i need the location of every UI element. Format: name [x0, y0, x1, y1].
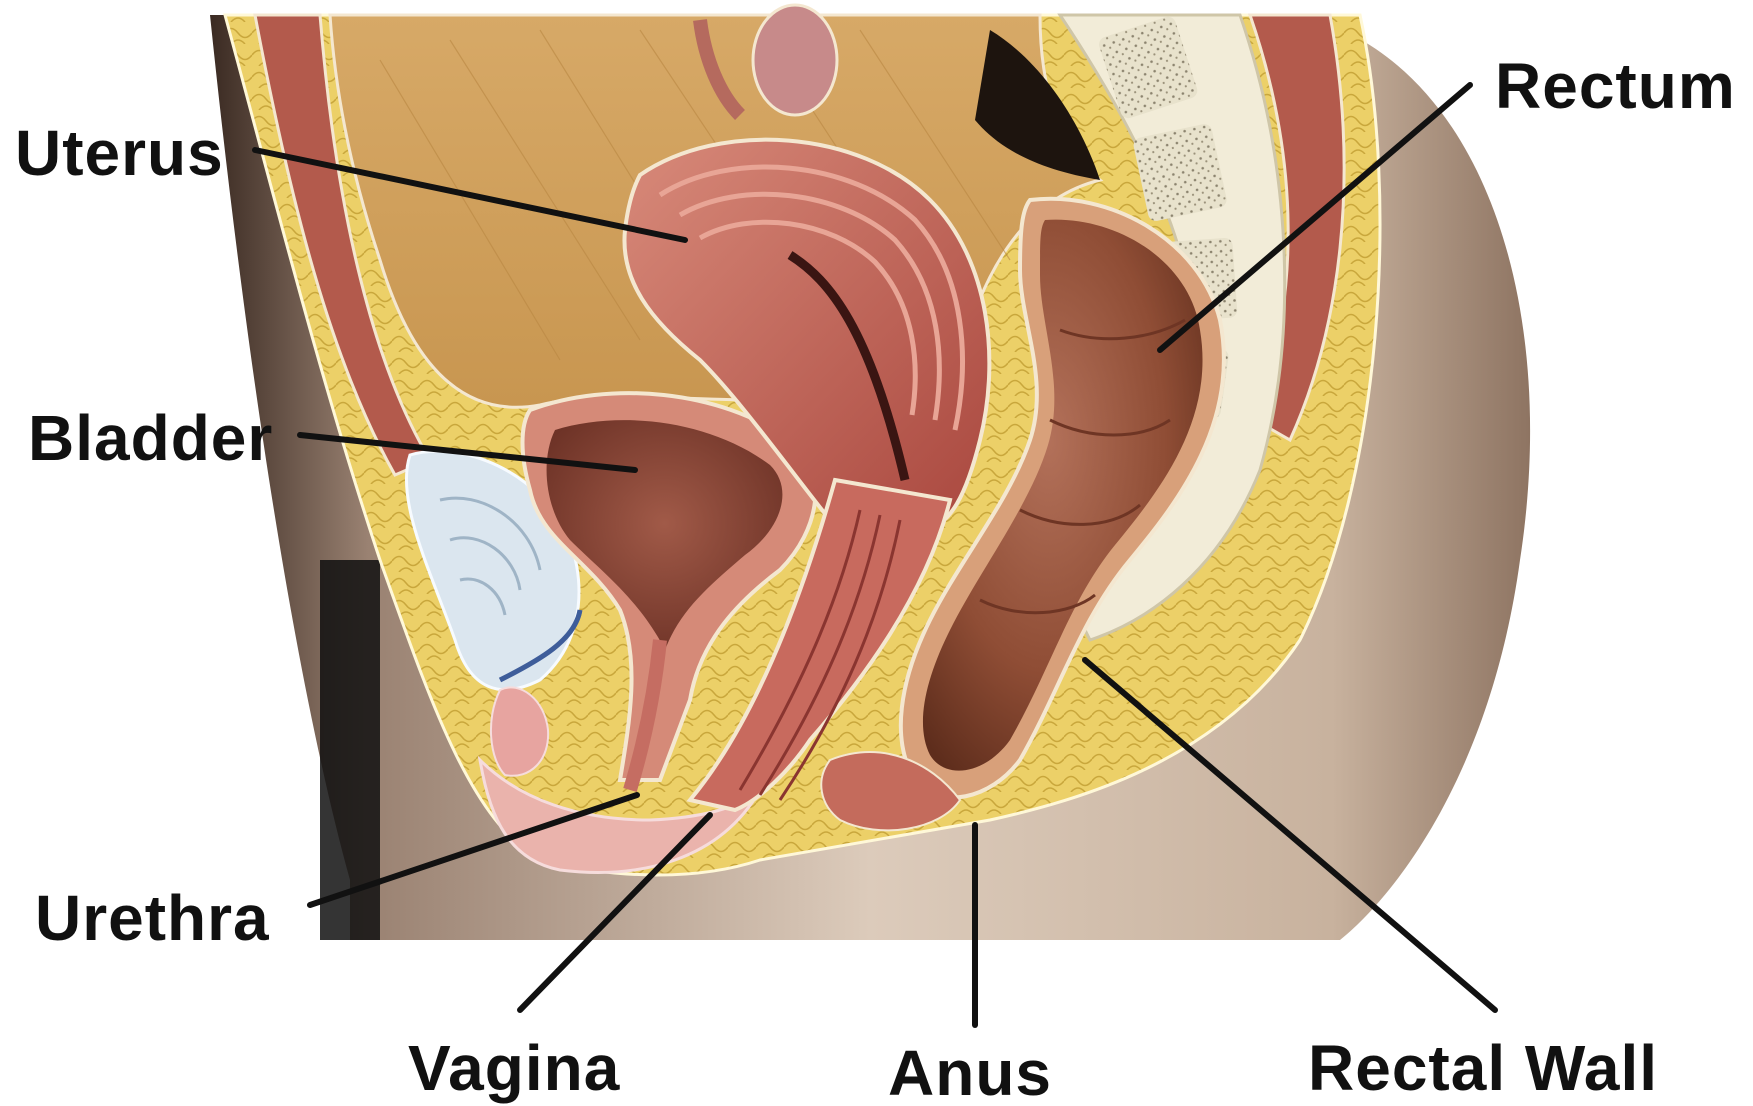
label-anus: Anus [888, 1037, 1052, 1106]
label-vagina: Vagina [408, 1032, 620, 1104]
label-bladder: Bladder [28, 402, 273, 474]
label-rectal-wall: Rectal Wall [1308, 1032, 1658, 1104]
label-urethra: Urethra [35, 882, 270, 954]
intestine-loop [753, 5, 837, 115]
label-rectum: Rectum [1495, 50, 1736, 122]
label-uterus: Uterus [15, 117, 224, 189]
